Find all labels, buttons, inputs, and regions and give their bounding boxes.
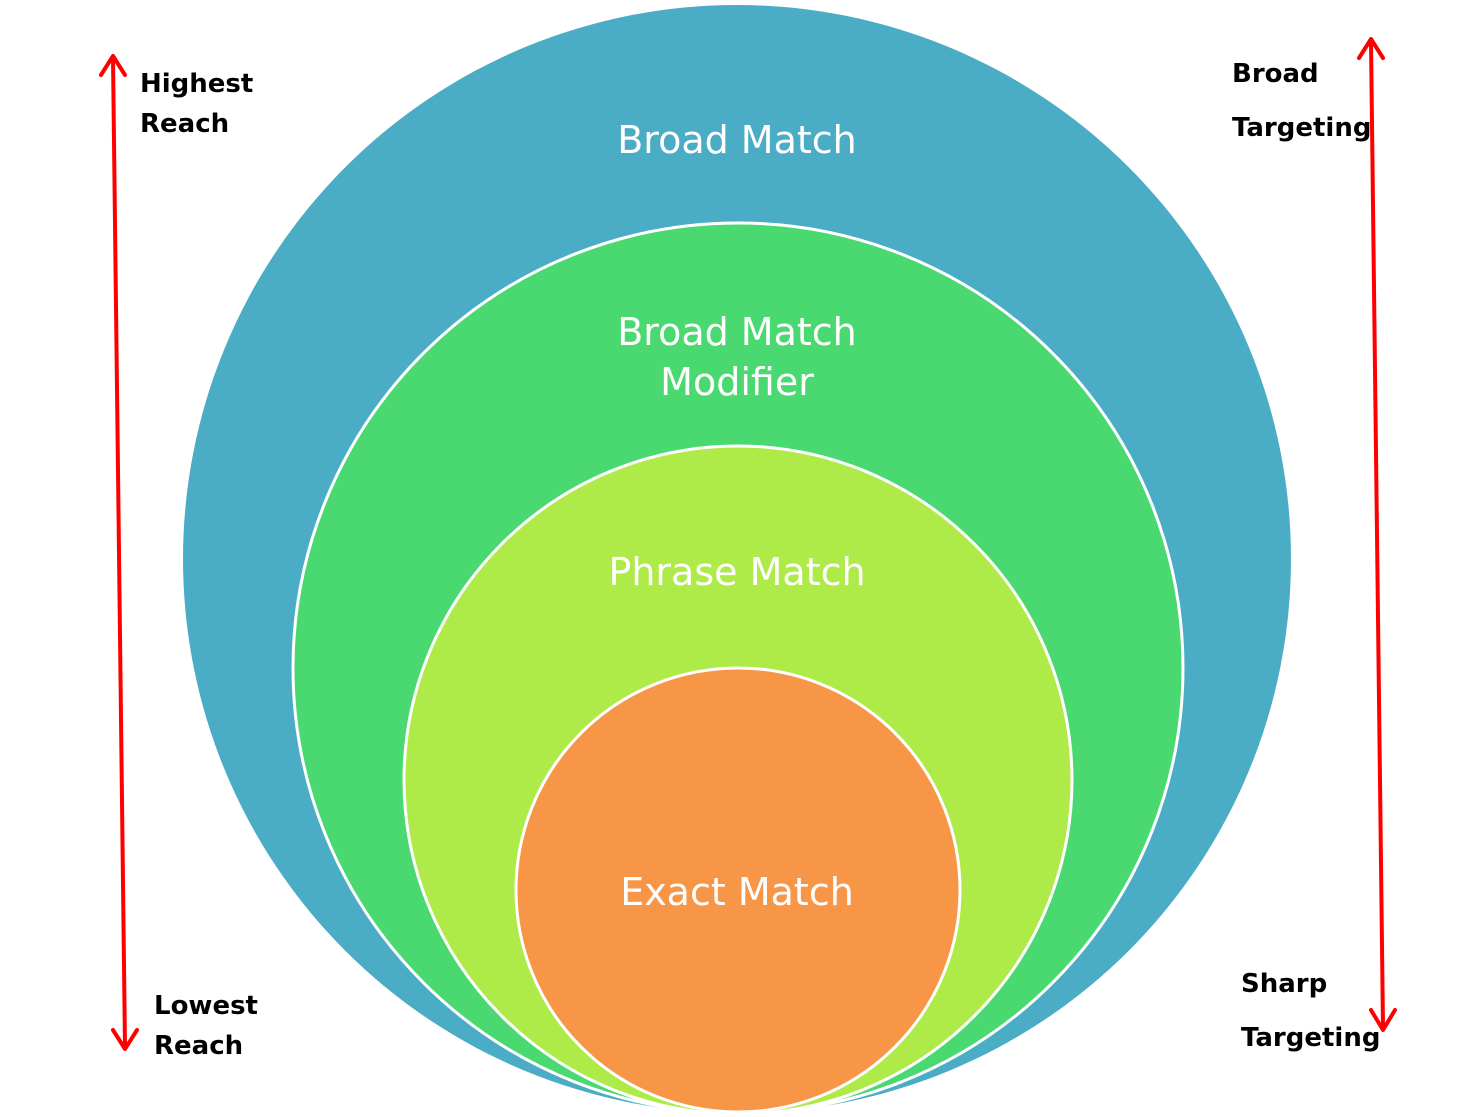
exact-match-circle: [514, 666, 962, 1114]
broad-targeting-label: Broad Targeting: [1232, 54, 1371, 148]
sharp-targeting-line1: Sharp: [1241, 969, 1328, 999]
phrase-match-label: Phrase Match: [608, 550, 865, 594]
lowest-reach-line1: Lowest: [154, 991, 258, 1021]
highest-reach-label: Highest Reach: [140, 64, 253, 144]
targeting-arrow: [1357, 37, 1397, 1032]
broad-targeting-line2: Targeting: [1232, 113, 1372, 143]
broad-match-label: Broad Match: [617, 118, 857, 162]
sharp-targeting-line2: Targeting: [1241, 1023, 1381, 1053]
highest-reach-line2: Reach: [140, 109, 230, 139]
sharp-targeting-label: Sharp Targeting: [1241, 964, 1380, 1058]
broad-match-modifier-label-1: Broad Match: [617, 310, 857, 354]
lowest-reach-label: Lowest Reach: [154, 986, 258, 1066]
lowest-reach-line2: Reach: [154, 1031, 244, 1061]
highest-reach-line1: Highest: [140, 69, 254, 99]
broad-targeting-line1: Broad: [1232, 59, 1319, 89]
reach-arrow: [99, 54, 139, 1051]
broad-match-modifier-label-2: Modifier: [660, 360, 814, 404]
exact-match-label: Exact Match: [620, 870, 854, 914]
